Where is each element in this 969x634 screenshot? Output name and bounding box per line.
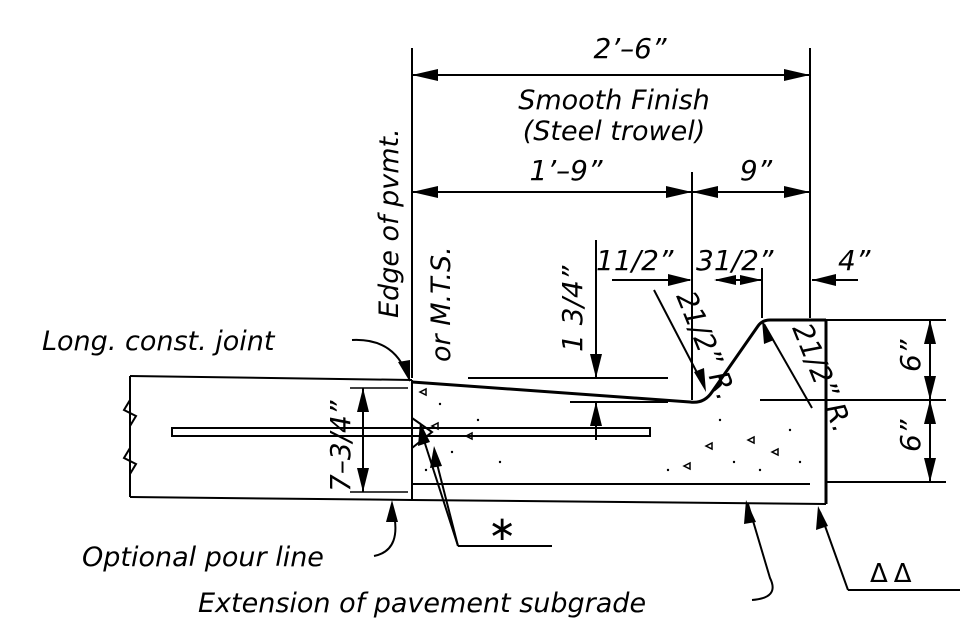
middle-offset-label: 31/2”: [696, 244, 774, 277]
speck: [498, 460, 502, 464]
finish-label-line1: Smooth Finish: [518, 85, 710, 116]
arrow-head: [590, 354, 602, 378]
aggregate: [430, 421, 439, 431]
right-width-label: 9”: [740, 154, 773, 187]
finish-label-line2: (Steel trowel): [523, 116, 706, 147]
long-joint-label: Long. const. joint: [42, 326, 276, 357]
left-width-label: 1’–9”: [529, 154, 603, 187]
arrow-head: [714, 275, 736, 285]
asterisk-leader-b: [433, 451, 459, 547]
aggregate: [682, 461, 691, 471]
pavement-top-line: [129, 375, 413, 381]
subgrade-line: [411, 499, 827, 505]
mts-label: or M.T.S.: [426, 246, 457, 362]
gutter-top-surface: [411, 318, 826, 404]
arrow-head: [694, 368, 706, 392]
arrow-head: [412, 186, 438, 198]
arrow-head: [430, 446, 442, 468]
overall-width-label: 2’–6”: [593, 32, 667, 65]
arrow-head: [744, 500, 756, 524]
speck: [666, 468, 670, 472]
speck: [438, 402, 442, 406]
arrow-head: [924, 376, 936, 400]
crown-drop-label: 1 3/4”: [556, 265, 589, 352]
delta-note-label: ΔΔ: [870, 559, 918, 589]
break-symbol-upper: [122, 399, 138, 427]
back-offset-label: 4”: [838, 244, 871, 277]
speck: [788, 428, 792, 432]
speck: [476, 418, 480, 422]
arrow-head: [412, 69, 438, 81]
speck: [718, 418, 722, 422]
arrow-head: [816, 506, 828, 530]
arrow-head: [740, 275, 762, 285]
arrow-head: [590, 402, 602, 426]
upper-height-label: 6”: [894, 339, 927, 372]
aggregate: [418, 387, 427, 397]
left-offset-label: 11/2”: [596, 244, 674, 277]
edge-thickness-label: 7–3/4”: [324, 400, 357, 492]
aggregate: [464, 431, 473, 441]
aggregate: [770, 447, 779, 457]
aggregate: [746, 435, 755, 445]
concrete-stipple: [418, 387, 802, 472]
subgrade-leader: [747, 503, 774, 601]
lower-height-label: 6”: [894, 419, 927, 452]
speck: [798, 460, 802, 464]
arrow-head: [692, 186, 718, 198]
arrow-head: [668, 274, 692, 286]
speck: [732, 460, 736, 464]
front-radius-leader: [653, 289, 705, 387]
speck: [758, 468, 762, 472]
break-symbol-lower: [122, 447, 138, 475]
asterisk-leader-a: [419, 427, 459, 547]
arrow-head: [924, 458, 936, 482]
speck: [424, 468, 428, 472]
arrow-head: [418, 422, 430, 446]
arrow-head: [784, 186, 810, 198]
back-radius-label: 21/2” R.: [786, 318, 860, 437]
arrow-head: [812, 274, 836, 286]
asterisk-note-label: ∗: [488, 509, 517, 549]
arrow-head: [357, 388, 369, 412]
front-radius-label: 21/2” R.: [670, 286, 744, 405]
arrow-head: [762, 320, 774, 344]
arrow-head: [357, 468, 369, 492]
arrow-head: [386, 500, 398, 522]
edge-of-pavement-label: Edge of pvmt.: [374, 128, 405, 318]
arrow-head: [398, 360, 410, 382]
arrow-head: [924, 320, 936, 344]
speck: [450, 450, 454, 454]
subgrade-label: Extension of pavement subgrade: [198, 588, 646, 619]
arrow-head: [924, 400, 936, 424]
aggregate: [704, 441, 713, 451]
pavement-bottom-line: [129, 496, 413, 501]
arrow-head: [784, 69, 810, 81]
arrow-head: [666, 186, 692, 198]
long-joint-leader: [351, 338, 407, 373]
pour-line-label: Optional pour line: [82, 542, 324, 573]
